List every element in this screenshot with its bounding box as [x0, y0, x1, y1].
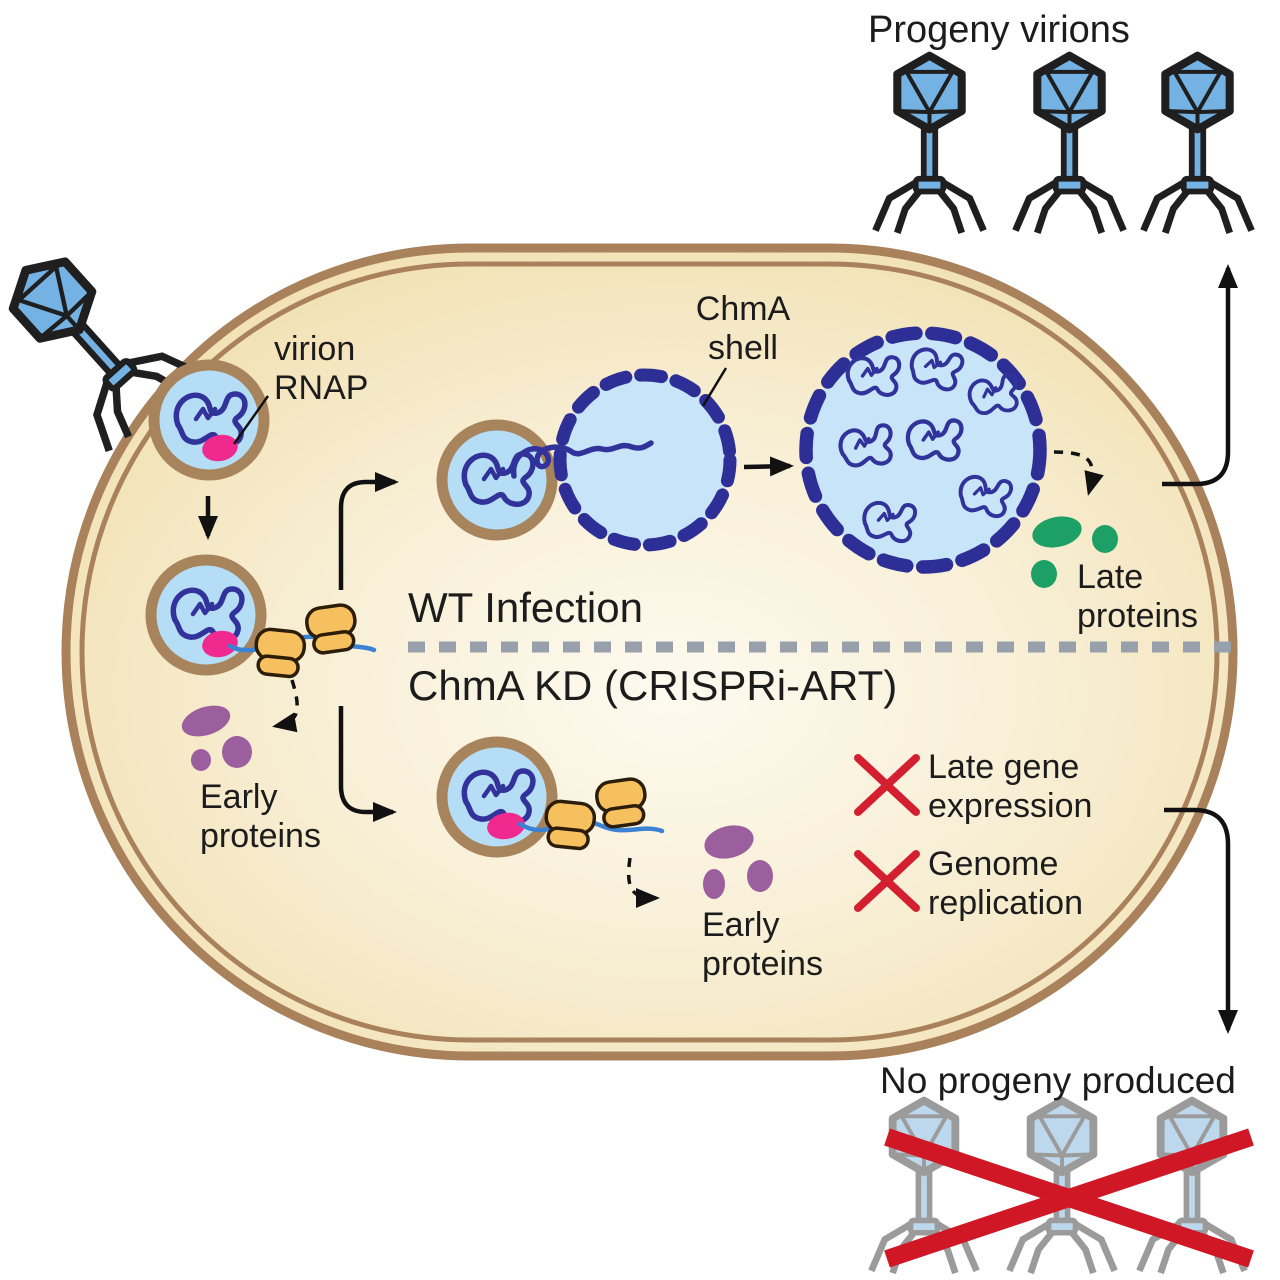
arrow-to-no-progeny [1164, 807, 1238, 1034]
chma-shell-label: ChmA shell [695, 290, 791, 368]
early-proteins-wt-blobs [181, 705, 252, 771]
wt-translation [227, 601, 377, 680]
late-proteins-blobs [1031, 516, 1118, 588]
progeny-phage-icons [875, 56, 1251, 233]
early-proteins-kd-blobs [703, 825, 773, 899]
chma-kd-label: ChmA KD (CRISPRi-ART) [408, 662, 898, 709]
early-proteins-kd-label: Early proteins [702, 906, 823, 984]
ribosome-icon [251, 626, 308, 680]
wt-infection-label: WT Infection [408, 584, 643, 631]
kd-translation [517, 775, 665, 852]
branch-arrow-wt [338, 472, 399, 590]
kd-genome-circle [442, 742, 552, 852]
virion-rnap-blob [202, 434, 238, 462]
arrow-to-progeny [1162, 264, 1238, 487]
dashed-arrow-early-wt [272, 679, 299, 733]
virion-rnap-label: virion RNAP [274, 330, 369, 408]
ribosome-icon [593, 775, 651, 831]
chma-shell-large [799, 326, 1047, 574]
ribosome-icon [303, 601, 361, 657]
dashed-arrow-early-kd [626, 857, 660, 908]
dna-strand-into-shell [511, 440, 654, 479]
pointer-virion-rnap [232, 395, 270, 445]
cross-genome-replication [854, 850, 920, 912]
injected-genome-circle-1 [154, 365, 264, 475]
branch-arrow-kd [338, 706, 397, 822]
no-progeny-label: No progeny produced [880, 1060, 1236, 1101]
ribosome-icon [541, 798, 598, 852]
genome-replication-label: Genome replication [928, 845, 1083, 923]
dashed-arrow-late [1053, 450, 1104, 496]
injected-genome-circle-2 [151, 560, 261, 670]
late-proteins-label: Late proteins [1077, 558, 1198, 636]
arrow-shell-growth [743, 456, 794, 477]
big-red-cross [884, 1128, 1254, 1268]
cross-late-gene [854, 754, 920, 816]
wt-genome-circle [442, 425, 552, 535]
early-proteins-wt-label: Early proteins [200, 778, 321, 856]
late-gene-expression-label: Late gene expression [928, 748, 1093, 826]
chma-shell-small [553, 368, 737, 552]
progeny-virions-label: Progeny virions [868, 9, 1130, 51]
pointer-chma-shell [701, 367, 728, 407]
